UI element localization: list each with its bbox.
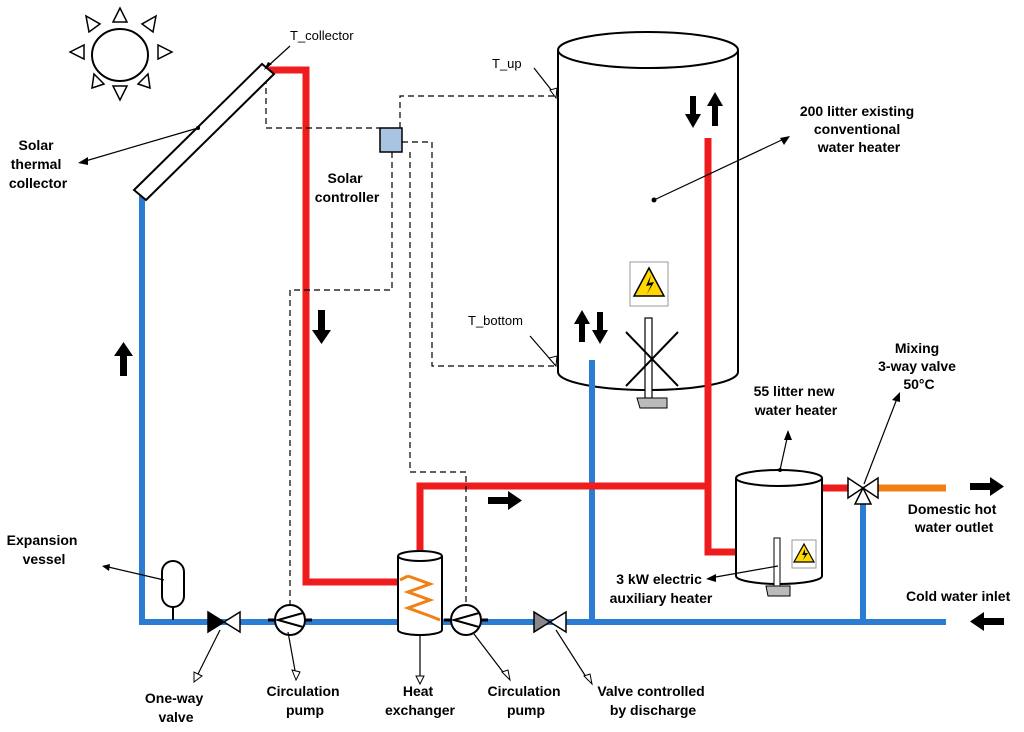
disabled-heating-element [625, 317, 679, 409]
label-heat-exchanger: Heat exchanger [385, 683, 456, 718]
existing-water-heater-tank [557, 31, 739, 391]
tank-top-updown-arrows-icon [685, 92, 723, 128]
expansion-vessel [161, 560, 185, 620]
cold-water-pipes [139, 196, 946, 625]
label-cold-inlet: Cold water inlet [906, 588, 1011, 604]
label-expansion-vessel: Expansion vessel [7, 532, 82, 567]
label-one-way-valve: One-way valve [145, 690, 207, 725]
solar-thermal-collector [132, 62, 276, 202]
auxiliary-heating-element [765, 537, 791, 597]
label-solar-controller: Solar controller [315, 170, 380, 205]
flow-arrow-down-icon [312, 310, 331, 344]
discharge-valve-icon [533, 610, 567, 634]
one-way-valve-icon [207, 610, 241, 634]
label-new-heater: 55 litter new water heater [754, 383, 839, 418]
label-circulation-pump-1: Circulation pump [266, 683, 343, 718]
controller-signal-lines [265, 78, 556, 604]
label-existing-heater: 200 litter existing conventional water h… [800, 103, 918, 155]
label-t-bottom: T_bottom [468, 313, 523, 328]
outlet-arrow-right-icon [970, 477, 1004, 496]
label-mixing-valve: Mixing 3-way valve 50°C [878, 340, 960, 392]
leader-lines [78, 45, 900, 686]
label-t-collector: T_collector [290, 28, 354, 43]
inlet-arrow-left-icon [970, 612, 1004, 631]
flow-arrow-up-icon [114, 342, 133, 376]
label-discharge-valve: Valve controlled by discharge [597, 683, 708, 718]
aux-electric-warning-icon [791, 539, 817, 569]
circulation-pump-1-icon [268, 604, 312, 636]
heat-exchanger [397, 550, 443, 636]
solar-controller-box [379, 127, 403, 153]
label-hot-outlet: Domestic hot water outlet [908, 501, 1001, 535]
electric-warning-icon [629, 261, 669, 307]
label-t-up: T_up [492, 56, 522, 71]
tank-bottom-updown-arrows-icon [574, 310, 608, 344]
circulation-pump-2-icon [444, 604, 488, 636]
label-solar-collector: Solar thermal collector [9, 137, 68, 191]
label-circulation-pump-2: Circulation pump [487, 683, 564, 718]
flow-arrow-right-icon [488, 491, 522, 510]
label-aux-heater: 3 kW electric auxiliary heater [610, 571, 713, 606]
mixing-valve-icon [847, 476, 879, 505]
sun-icon [68, 6, 174, 102]
